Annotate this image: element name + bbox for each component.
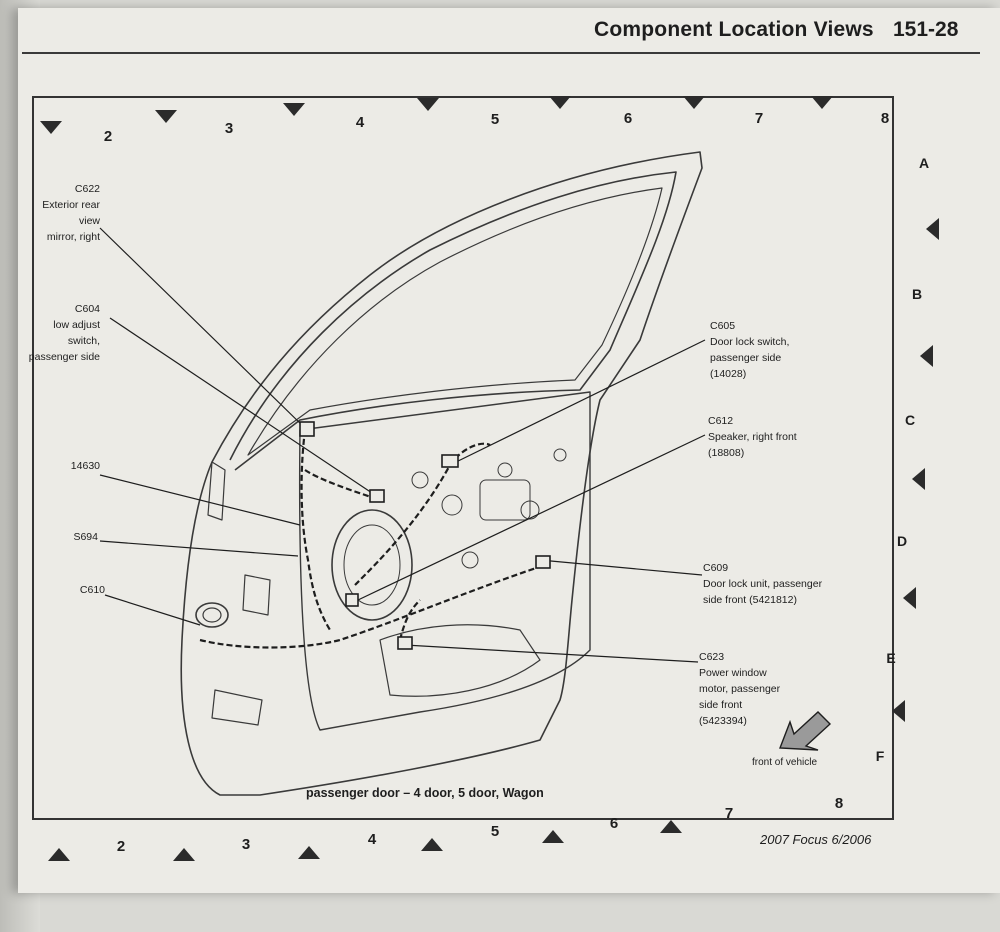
manual-page [18, 8, 1000, 893]
callout-c612: C612 Speaker, right front (18808) [708, 415, 797, 459]
grid-marker-icon [683, 96, 705, 109]
footer-text: 2007 Focus 6/2006 [760, 832, 872, 847]
column-number: 3 [224, 120, 234, 137]
column-number: 4 [367, 831, 377, 848]
row-letter: E [886, 650, 896, 666]
grid-marker-icon [920, 345, 933, 367]
grid-marker-icon [903, 587, 916, 609]
grid-marker-icon [298, 846, 320, 859]
callout-14630: 14630 [70, 460, 100, 472]
page-title: Component Location Views [594, 18, 874, 41]
row-letter: A [918, 155, 930, 171]
speaker [331, 509, 413, 621]
grid-marker-icon [660, 820, 682, 833]
grid-marker-icon [417, 98, 439, 111]
column-number: 3 [241, 836, 251, 853]
front-of-vehicle-label: front of vehicle [752, 757, 818, 768]
row-letter: C [904, 412, 916, 428]
grid-marker-icon [892, 700, 905, 722]
grid-marker-icon [173, 848, 195, 861]
inner-panel [298, 391, 591, 731]
grid-marker-icon [926, 218, 939, 240]
column-number: 6 [623, 110, 633, 127]
header-rule [22, 52, 980, 54]
diagram-caption: passenger door – 4 door, 5 door, Wagon [306, 786, 544, 800]
column-number: 5 [490, 823, 500, 840]
window-glass [247, 187, 663, 456]
door-outline [180, 151, 703, 796]
callout-c623: C623 Power window motor, passenger side … [699, 651, 781, 727]
grid-marker-icon [549, 96, 571, 109]
row-letter: F [875, 748, 885, 764]
callout-c609: C609 Door lock unit, passenger side fron… [703, 562, 823, 606]
grid-marker-icon [542, 830, 564, 843]
window-frame [229, 171, 677, 471]
diagram-frame [32, 96, 894, 820]
callout-c605: C605 Door lock switch, passenger side (1… [710, 320, 790, 380]
speaker-cone [343, 524, 401, 606]
row-letter: D [896, 533, 908, 549]
column-number: 8 [880, 110, 890, 127]
callout-s694: S694 [73, 531, 98, 543]
grid-marker-icon [421, 838, 443, 851]
callout-c610: C610 [79, 584, 105, 596]
column-number: 7 [754, 110, 764, 127]
column-number: 7 [724, 805, 734, 822]
callout-c622-desc: Exterior rear view mirror, right [42, 199, 100, 243]
grid-marker-icon [155, 110, 177, 123]
column-number: 8 [834, 795, 844, 812]
column-number: 4 [355, 114, 365, 131]
page-number: 151-28 [893, 18, 959, 41]
callout-c622: C622 [74, 183, 100, 195]
grid-marker-icon [40, 121, 62, 134]
row-letter: B [911, 286, 923, 302]
column-number: 6 [609, 815, 619, 832]
column-number: 2 [116, 838, 126, 855]
column-number: 5 [490, 111, 500, 128]
grid-marker-icon [283, 103, 305, 116]
grid-marker-icon [48, 848, 70, 861]
callout-c604: C604 low adjust switch, passenger side [28, 303, 100, 363]
grid-marker-icon [912, 468, 925, 490]
grid-marker-icon [811, 96, 833, 109]
column-number: 2 [103, 128, 113, 145]
